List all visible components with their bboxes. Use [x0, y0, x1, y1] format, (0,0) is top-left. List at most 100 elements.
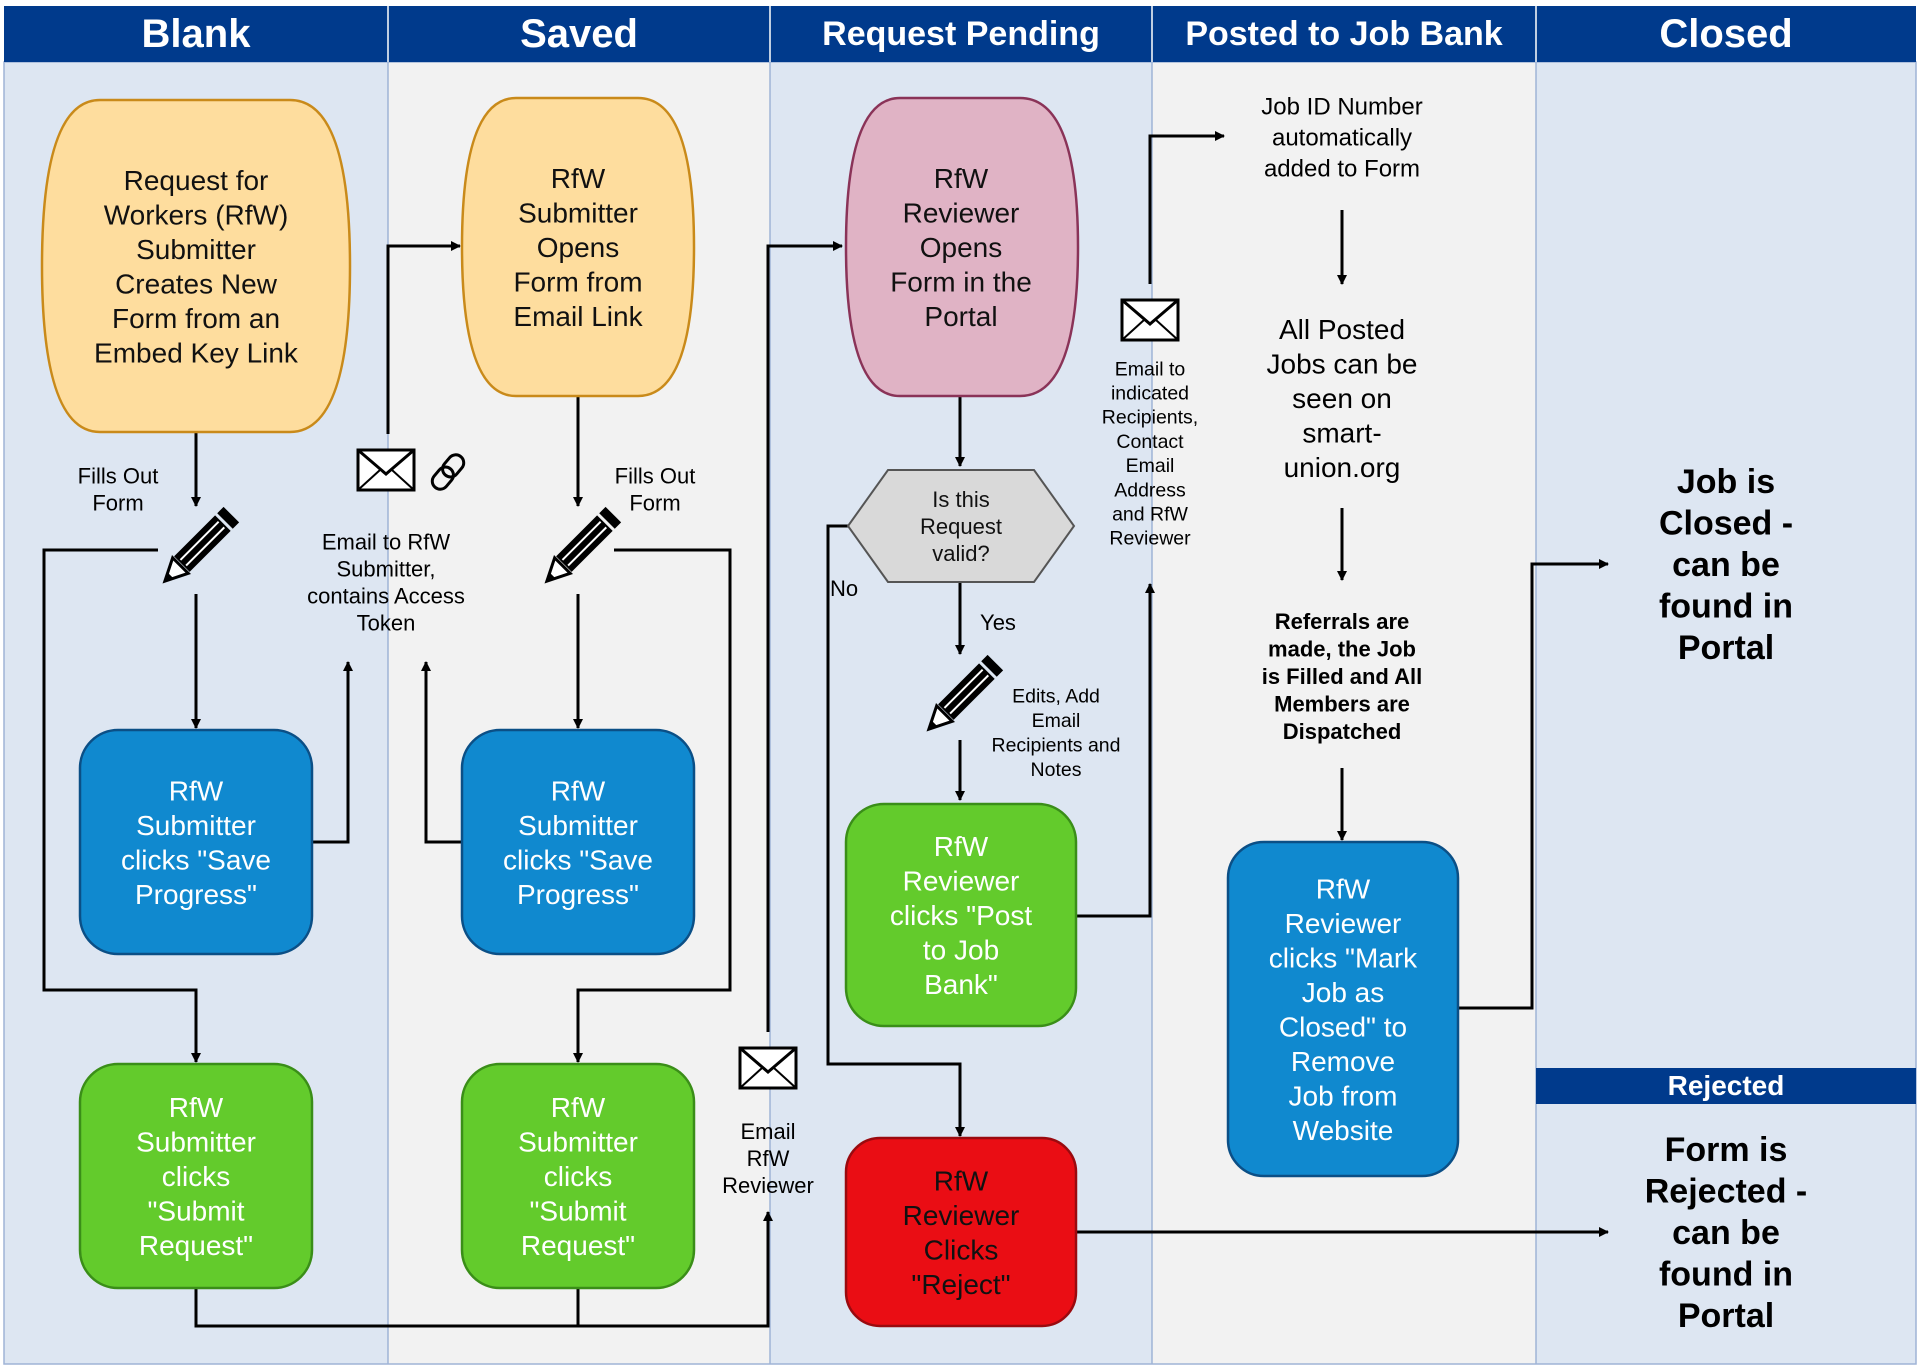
- saved-open-line: Form from: [513, 267, 642, 298]
- referrals-line: is Filled and All: [1262, 664, 1423, 689]
- lane-title-closed: Closed: [1659, 12, 1792, 56]
- fills-out-1-line: Form: [92, 490, 143, 515]
- edits-line: Notes: [1031, 759, 1082, 781]
- lane-header-bar: [4, 6, 1916, 62]
- mark-closed-line: clicks "Mark: [1269, 942, 1418, 973]
- post-line: RfW: [934, 831, 989, 862]
- blank-save-line: Progress": [135, 879, 257, 910]
- post-line: Reviewer: [903, 866, 1020, 897]
- pending-open-line: Opens: [920, 232, 1003, 263]
- edits-line: Recipients and: [992, 734, 1121, 756]
- rejected-result-line: Rejected -: [1645, 1173, 1808, 1211]
- blank-save-line: clicks "Save: [121, 844, 271, 875]
- lane-title-posted: Posted to Job Bank: [1185, 15, 1502, 53]
- reject-line: Reviewer: [903, 1200, 1020, 1231]
- lane-closed: [1536, 62, 1916, 1364]
- email-recipients-line: indicated: [1111, 383, 1189, 405]
- reject-node: [844, 1136, 1078, 1328]
- decision-line: valid?: [932, 541, 989, 566]
- saved-submit-request-node: [460, 1062, 696, 1290]
- saved-open-line: Submitter: [518, 198, 638, 229]
- blank-submit-line: Request": [139, 1230, 253, 1261]
- closed-result-line: Job is: [1677, 463, 1775, 501]
- pending-open-line: Reviewer: [903, 198, 1020, 229]
- saved-submit-line: "Submit: [529, 1196, 626, 1227]
- email-recipients-line: Email: [1126, 455, 1175, 477]
- all-posted-line: All Posted: [1279, 314, 1405, 345]
- envelope-icon: [1120, 298, 1180, 342]
- all-posted-line: union.org: [1284, 452, 1401, 483]
- pending-open-line: Form in the: [890, 267, 1032, 298]
- email-recipients-line: Email to: [1115, 358, 1186, 380]
- reject-line: Clicks: [924, 1234, 999, 1265]
- decision-node: [846, 469, 1076, 583]
- mark-closed-line: RfW: [1316, 873, 1371, 904]
- chain-link-icon: [430, 453, 466, 491]
- email-recipients-note: Email toindicatedRecipients,ContactEmail…: [1102, 358, 1198, 549]
- saved-submit-line: RfW: [551, 1092, 606, 1123]
- mark-closed-line: Closed" to: [1279, 1011, 1407, 1042]
- mark-closed-line: Job as: [1302, 977, 1385, 1008]
- email-submitter-line: contains Access: [307, 583, 465, 608]
- edits-line: Email: [1032, 710, 1081, 732]
- mark-closed-node: [1226, 840, 1460, 1178]
- blank-start-line: Form from an: [112, 303, 280, 334]
- job-id-line: Job ID Number: [1261, 94, 1422, 121]
- post-job-bank-node: [844, 802, 1078, 1028]
- blank-save-progress-node: [78, 728, 314, 956]
- saved-open-line: RfW: [551, 163, 606, 194]
- email-submitter-line: Submitter,: [336, 556, 435, 581]
- blank-submit-line: clicks: [162, 1161, 230, 1192]
- email-recipients-line: Address: [1114, 479, 1186, 501]
- all-posted-line: smart-: [1302, 418, 1381, 449]
- closed-result-line: found in: [1659, 588, 1793, 626]
- email-reviewer-line: RfW: [747, 1146, 790, 1171]
- job-id-line: automatically: [1272, 125, 1412, 152]
- post-line: Bank": [924, 969, 998, 1000]
- pending-open-node: [844, 96, 1080, 398]
- rejected-result-line: Portal: [1678, 1297, 1774, 1335]
- saved-save-progress-node: [460, 728, 696, 956]
- mark-closed-line: Remove: [1291, 1046, 1395, 1077]
- decision-line: Is this: [932, 487, 989, 512]
- reject-line: RfW: [934, 1165, 989, 1196]
- envelope-icon: [356, 448, 416, 492]
- blank-submit-request-node: [78, 1062, 314, 1290]
- envelope-icon: [738, 1046, 798, 1090]
- post-line: to Job: [923, 935, 999, 966]
- saved-submit-line: Request": [521, 1230, 635, 1261]
- saved-save-line: RfW: [551, 775, 606, 806]
- pencil-icon: [926, 654, 1004, 732]
- blank-start-node: [40, 98, 352, 434]
- email-reviewer-line: Email: [740, 1119, 795, 1144]
- email-recipients-line: Recipients,: [1102, 407, 1198, 429]
- pencil-icon: [162, 506, 240, 584]
- mark-closed-line: Website: [1293, 1115, 1394, 1146]
- rejected-result-line: found in: [1659, 1256, 1793, 1294]
- all-posted-line: Jobs can be: [1267, 349, 1418, 380]
- saved-save-line: Submitter: [518, 810, 638, 841]
- fills-out-2-line: Form: [629, 490, 680, 515]
- referrals-line: Referrals are: [1275, 609, 1410, 634]
- pencil-icon: [544, 506, 622, 584]
- pending-open-line: Portal: [924, 301, 997, 332]
- blank-start-line: Embed Key Link: [94, 337, 299, 368]
- referrals-line: Dispatched: [1283, 719, 1402, 744]
- blank-start-line: Submitter: [136, 234, 256, 265]
- blank-submit-line: RfW: [169, 1092, 224, 1123]
- mark-closed-line: Job from: [1289, 1080, 1398, 1111]
